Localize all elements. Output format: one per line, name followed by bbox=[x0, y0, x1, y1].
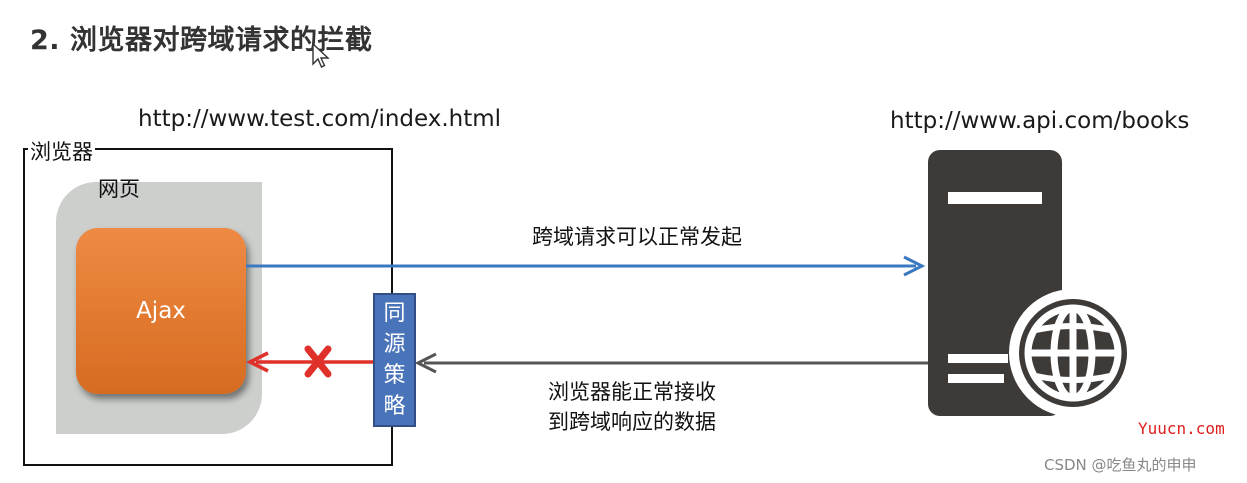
policy-char: 源 bbox=[383, 332, 406, 357]
watermark-csdn: CSDN @吃鱼丸的申申 bbox=[1044, 456, 1197, 474]
browser-label: 浏览器 bbox=[28, 136, 95, 166]
mouse-pointer-icon bbox=[312, 42, 330, 68]
response-label-line: 到跨域响应的数据 bbox=[548, 410, 716, 434]
policy-char: 策 bbox=[383, 363, 406, 388]
request-label: 跨域请求可以正常发起 bbox=[532, 225, 742, 249]
same-origin-policy-box: 同 源 策 略 bbox=[373, 293, 416, 427]
server-icon bbox=[928, 150, 1137, 417]
ajax-label: Ajax bbox=[136, 298, 186, 324]
policy-char: 同 bbox=[383, 301, 406, 326]
response-label-line: 浏览器能正常接收 bbox=[548, 380, 716, 404]
x-mark-icon bbox=[304, 345, 332, 378]
response-arrow bbox=[414, 352, 928, 374]
policy-char: 略 bbox=[383, 394, 406, 419]
globe-icon bbox=[1009, 289, 1137, 417]
watermark-yuucn: Yuucn.com bbox=[1138, 419, 1225, 438]
origin-url: http://www.test.com/index.html bbox=[138, 106, 502, 132]
ajax-block: Ajax bbox=[76, 228, 246, 394]
request-arrow bbox=[246, 255, 926, 277]
api-url: http://www.api.com/books bbox=[890, 108, 1190, 134]
response-label: 浏览器能正常接收 到跨域响应的数据 bbox=[548, 377, 716, 437]
webpage-label: 网页 bbox=[98, 177, 140, 201]
